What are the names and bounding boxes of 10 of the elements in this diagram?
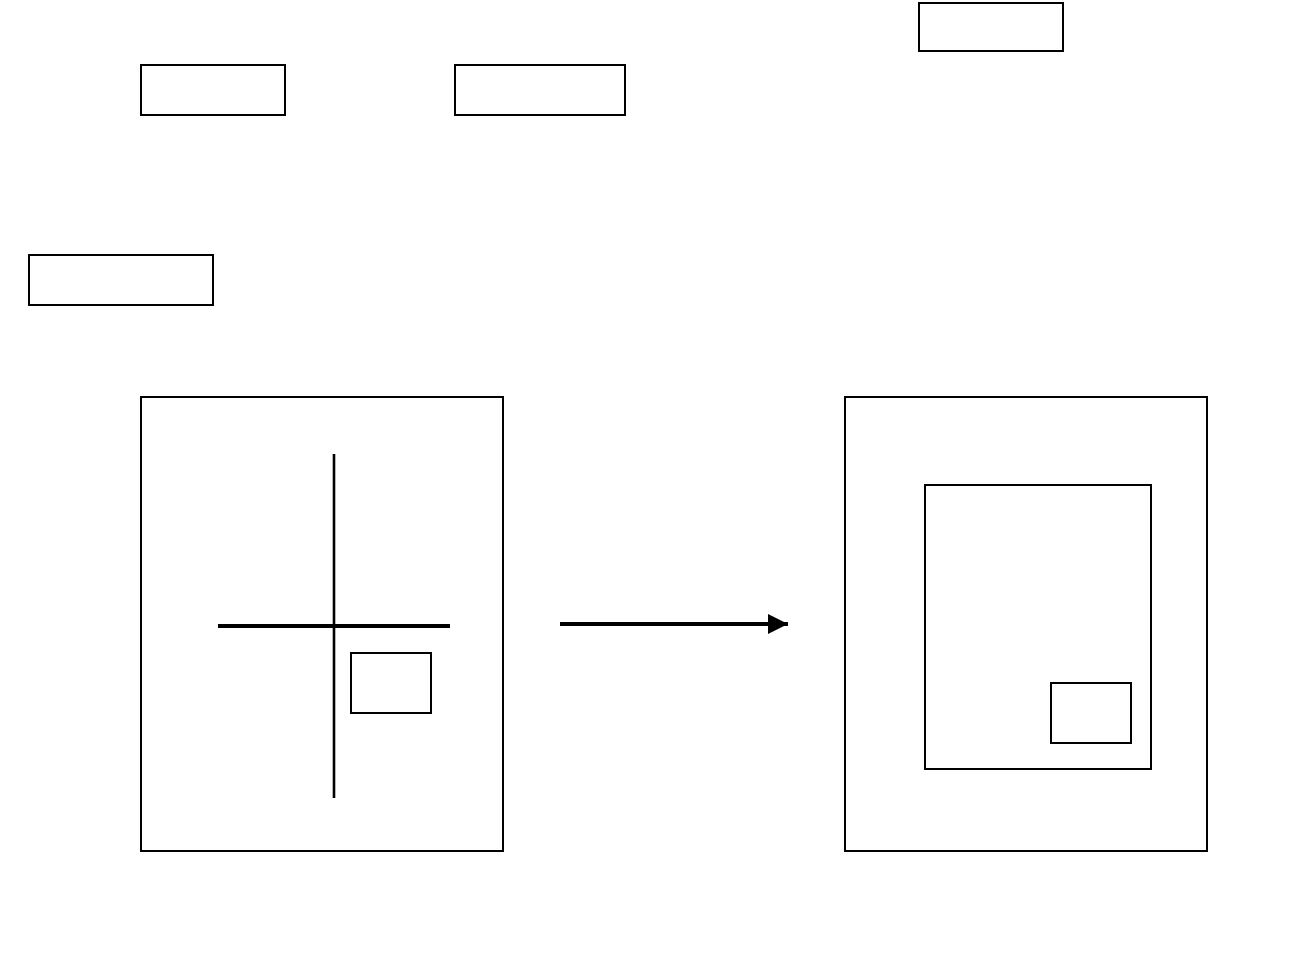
empty-box — [918, 2, 1064, 52]
frame-box — [140, 396, 504, 852]
frame-box — [844, 396, 1208, 852]
arrow — [560, 614, 788, 634]
small-box — [350, 652, 432, 714]
empty-box — [140, 64, 286, 116]
empty-box — [454, 64, 626, 116]
small-box — [1050, 682, 1132, 744]
empty-box — [28, 254, 214, 306]
inner-frame-box — [924, 484, 1152, 770]
